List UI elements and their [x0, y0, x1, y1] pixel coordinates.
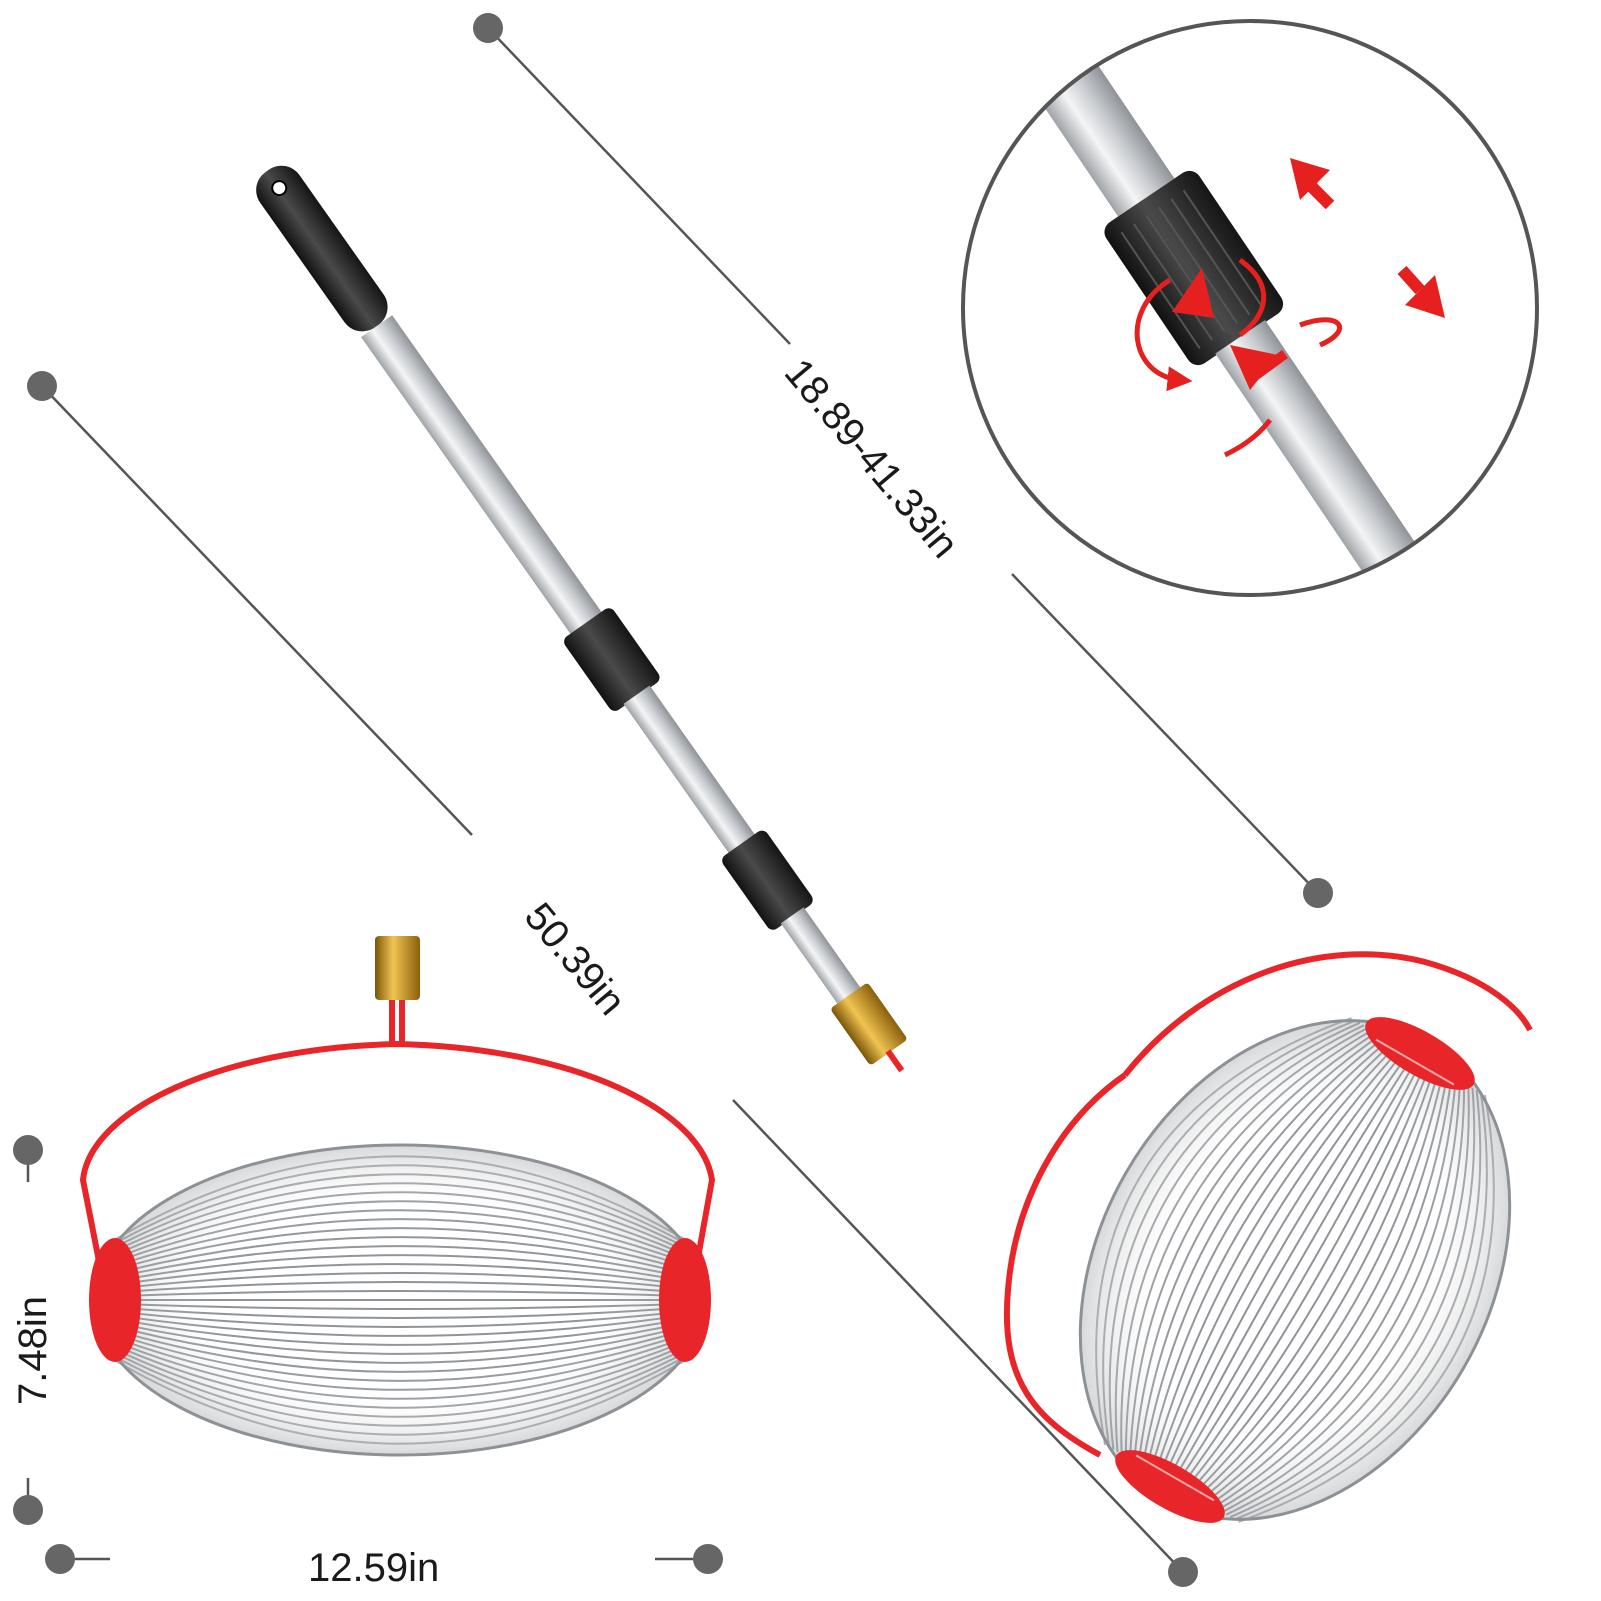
- dimension-endpoint-dot: [1168, 1557, 1198, 1587]
- dimension-label-basket-width: 12.59in: [308, 1546, 440, 1590]
- dimension-endpoint-dot: [473, 13, 503, 43]
- twist-lock-2: [722, 830, 813, 930]
- zoom-pole-section: [1215, 320, 1433, 595]
- dimension-line-total: [41, 385, 1184, 1573]
- basket-front-view: [79, 936, 716, 1457]
- connector-collar: [375, 936, 420, 1000]
- pole-section-upper: [361, 315, 603, 636]
- frame-stem: [885, 1049, 905, 1073]
- dimension-label-basket-height: 7.48in: [11, 1296, 55, 1405]
- extend-arrow-icon: [1290, 158, 1335, 210]
- dimension-line-handle: [487, 27, 1319, 894]
- dimension-endpoint-dot: [693, 1544, 723, 1574]
- rotate-arrow-icon: [1172, 268, 1214, 318]
- red-frame-arch: [79, 1040, 716, 1303]
- retract-arrow-icon: [1397, 265, 1445, 318]
- dimension-endpoint-dot: [13, 1135, 43, 1165]
- rotate-arrow-icon: [1249, 349, 1288, 383]
- red-end-cap: [1115, 1450, 1225, 1523]
- dimension-endpoint-dot: [27, 371, 57, 401]
- rotate-arrow-icon: [1134, 257, 1343, 458]
- red-end-cap: [1365, 1017, 1475, 1090]
- end-grip: [256, 165, 388, 332]
- dimension-endpoint-dot: [13, 1495, 43, 1525]
- hanging-hole-icon: [271, 180, 288, 197]
- dimension-endpoint-dot: [45, 1544, 75, 1574]
- basket-assembled: [1003, 951, 1533, 1523]
- red-end-cap: [89, 1238, 141, 1362]
- rotate-arrow-icon: [1230, 345, 1278, 390]
- red-frame-loop: [1003, 951, 1533, 1458]
- pole-section-lower: [780, 907, 862, 1006]
- detail-zoom-circle: [961, 19, 1539, 597]
- telescopic-pole: [256, 165, 907, 1073]
- dimension-endpoint-dot: [1303, 878, 1333, 908]
- pole-section-middle: [623, 685, 757, 856]
- connector-collar: [831, 983, 907, 1065]
- twist-lock-1: [564, 608, 660, 711]
- red-end-cap: [659, 1238, 711, 1362]
